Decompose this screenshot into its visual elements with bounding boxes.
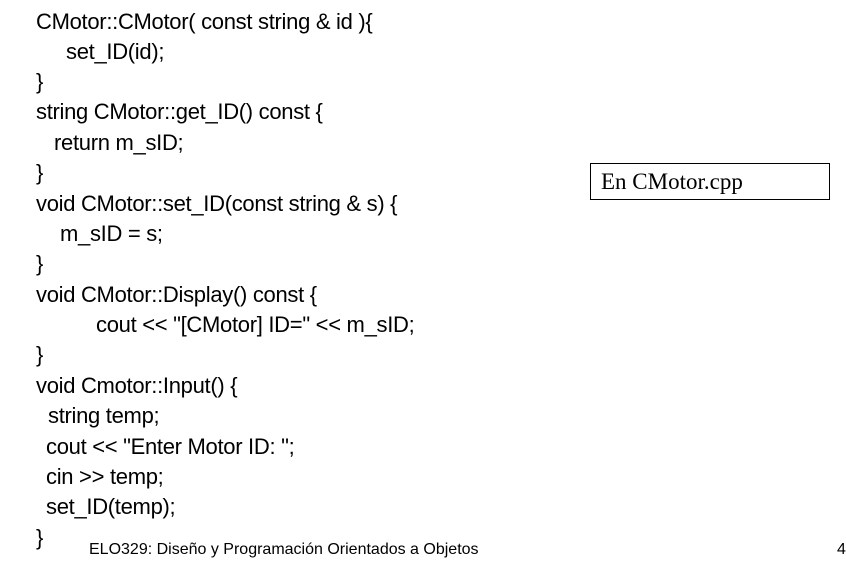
code-line: string temp;	[48, 403, 160, 428]
code-line: string CMotor::get_ID() const {	[36, 99, 323, 124]
page-number: 4	[837, 541, 846, 558]
code-line: m_sID = s;	[60, 221, 163, 246]
file-name-callout: En CMotor.cpp	[590, 163, 830, 200]
code-line: }	[36, 69, 44, 94]
code-line: void Cmotor::Input() {	[36, 373, 238, 398]
code-line: }	[36, 525, 44, 550]
code-line: set_ID(temp);	[46, 494, 176, 519]
code-line: void CMotor::Display() const {	[36, 282, 317, 307]
code-line: }	[36, 342, 44, 367]
code-line: cout << "Enter Motor ID: ";	[46, 434, 295, 459]
code-line: CMotor::CMotor( const string & id ){	[36, 9, 373, 34]
footer-course-title: ELO329: Diseño y Programación Orientados…	[89, 541, 479, 558]
code-line: return m_sID;	[54, 130, 184, 155]
code-line: cout << "[CMotor] ID=" << m_sID;	[96, 312, 415, 337]
code-line: void CMotor::set_ID(const string & s) {	[36, 191, 398, 216]
code-line: cin >> temp;	[46, 464, 164, 489]
code-line: set_ID(id);	[66, 39, 165, 64]
code-line: }	[36, 251, 44, 276]
code-line: }	[36, 160, 44, 185]
code-listing: CMotor::CMotor( const string & id ){ set…	[36, 9, 415, 550]
